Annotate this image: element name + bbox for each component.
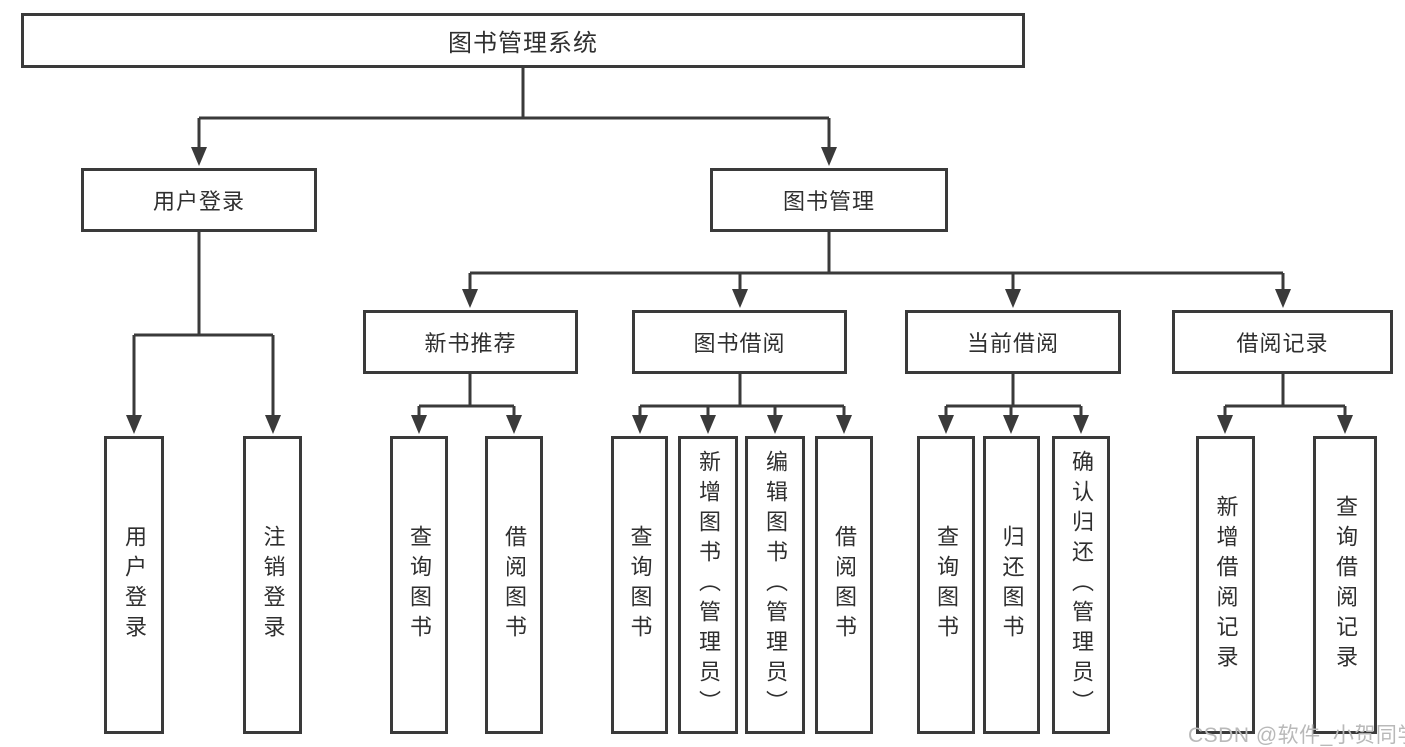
- leaf-edit-books-admin-label: 编辑图书（管理员）: [763, 450, 788, 720]
- node-new-book-recommend-label: 新书推荐: [424, 331, 517, 356]
- leaf-borrow-books: 借阅图书: [815, 436, 873, 734]
- leaf-confirm-return-admin-label: 确认归还（管理员）: [1069, 450, 1094, 720]
- node-book-management-label: 图书管理: [782, 189, 875, 214]
- leaf-borrow-query-books: 查询图书: [611, 436, 668, 734]
- node-borrow-records: 借阅记录: [1172, 310, 1393, 374]
- node-borrow-records-label: 借阅记录: [1236, 331, 1329, 356]
- leaf-newbook-query-books-label: 查询图书: [407, 525, 432, 645]
- leaf-add-borrow-record-label: 新增借阅记录: [1213, 495, 1239, 675]
- node-root-label: 图书管理系统: [448, 30, 598, 57]
- leaf-current-query-books: 查询图书: [917, 436, 975, 734]
- node-root-system: 图书管理系统: [21, 13, 1025, 68]
- leaf-logout-label: 注销登录: [260, 525, 286, 645]
- leaf-add-books-admin: 新增图书（管理员）: [678, 436, 738, 734]
- leaf-borrow-books-label: 借阅图书: [832, 525, 857, 645]
- csdn-watermark: CSDN @软件_小贺同学: [1188, 724, 1405, 747]
- node-user-login-label: 用户登录: [152, 189, 245, 214]
- node-current-borrow: 当前借阅: [905, 310, 1121, 374]
- leaf-add-borrow-record: 新增借阅记录: [1196, 436, 1255, 734]
- node-new-book-recommend: 新书推荐: [363, 310, 578, 374]
- leaf-query-borrow-record-label: 查询借阅记录: [1333, 495, 1358, 675]
- leaf-confirm-return-admin: 确认归还（管理员）: [1052, 436, 1110, 734]
- node-book-management: 图书管理: [710, 168, 948, 232]
- leaf-edit-books-admin: 编辑图书（管理员）: [745, 436, 805, 734]
- node-book-borrow-label: 图书借阅: [693, 331, 786, 356]
- node-current-borrow-label: 当前借阅: [966, 331, 1059, 356]
- leaf-user-login-label: 用户登录: [122, 525, 147, 645]
- leaf-newbook-borrow-books: 借阅图书: [485, 436, 543, 734]
- leaf-current-query-books-label: 查询图书: [934, 525, 959, 645]
- node-user-login: 用户登录: [81, 168, 317, 232]
- leaf-add-books-admin-label: 新增图书（管理员）: [696, 450, 721, 720]
- leaf-query-borrow-record: 查询借阅记录: [1313, 436, 1377, 734]
- leaf-user-login: 用户登录: [104, 436, 164, 734]
- leaf-return-books-label: 归还图书: [999, 525, 1025, 645]
- arrowhead-icons: [126, 147, 1353, 434]
- leaf-newbook-query-books: 查询图书: [390, 436, 448, 734]
- leaf-newbook-borrow-books-label: 借阅图书: [502, 525, 527, 645]
- leaf-return-books: 归还图书: [983, 436, 1040, 734]
- leaf-logout: 注销登录: [243, 436, 302, 734]
- node-book-borrow: 图书借阅: [632, 310, 847, 374]
- leaf-borrow-query-books-label: 查询图书: [627, 525, 653, 645]
